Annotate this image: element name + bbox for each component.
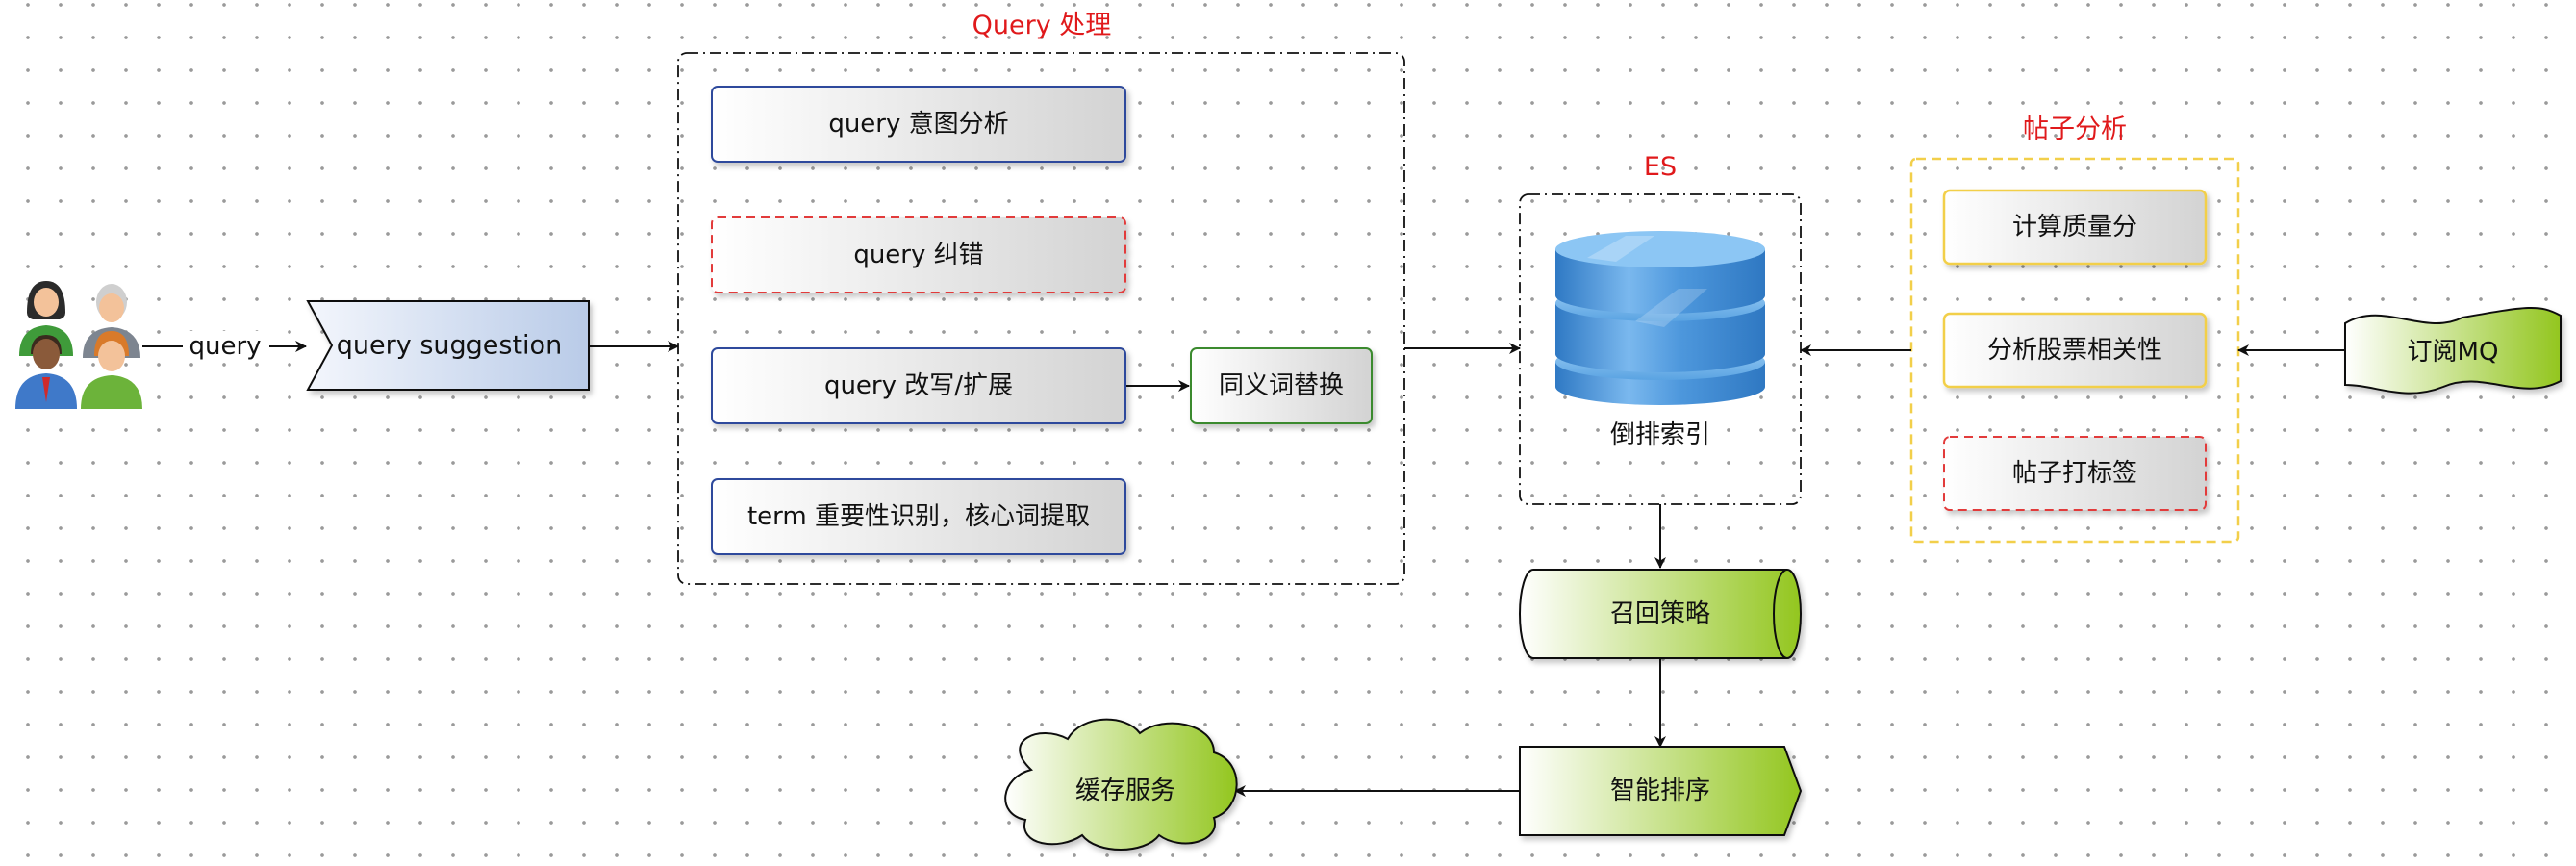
smart-ranking-label: 智能排序 (1610, 777, 1710, 805)
es-group-title: ES (1644, 152, 1677, 182)
rewrite-expand-label: query 改写/扩展 (824, 371, 1013, 400)
stock-relevance-label: 分析股票相关性 (1987, 336, 2162, 365)
cache-service-node (1004, 718, 1238, 851)
rewrite-expand-node (711, 347, 1126, 424)
intent-analysis-node (711, 86, 1126, 163)
subscribe-mq-node (2344, 306, 2562, 395)
edge-label-query: query (189, 332, 261, 361)
smart-ranking-node (1519, 746, 1803, 836)
cache-service-label: 缓存服务 (1075, 777, 1175, 805)
query-suggestion-node (306, 300, 590, 391)
query-processing-group-title: Query 处理 (972, 11, 1112, 40)
database-icon (1555, 231, 1765, 405)
post-analysis-group-title: 帖子分析 (2023, 115, 2127, 144)
synonym-replace-label: 同义词替换 (1219, 371, 1344, 400)
intent-analysis-label: query 意图分析 (828, 110, 1008, 139)
inverted-index-label: 倒排索引 (1610, 420, 1710, 449)
post-tagging-node (1943, 436, 2207, 511)
subscribe-mq-label: 订阅MQ (2408, 338, 2499, 367)
recall-strategy-label: 召回策略 (1610, 599, 1710, 628)
query-suggestion-label: query suggestion (337, 331, 562, 361)
recall-strategy-node (1519, 569, 1802, 659)
query-processing-group (677, 52, 1405, 585)
post-tagging-label: 帖子打标签 (2012, 459, 2137, 488)
quality-score-label: 计算质量分 (2012, 213, 2137, 242)
users-icon (15, 281, 142, 409)
term-importance-label: term 重要性识别，核心词提取 (747, 502, 1090, 531)
stock-relevance-node (1942, 312, 2208, 389)
edge-label-bg (183, 331, 269, 362)
synonym-replace-node (1190, 347, 1373, 424)
spell-correction-label: query 纠错 (853, 241, 983, 269)
spell-correction-node (711, 216, 1126, 293)
term-importance-node (711, 478, 1126, 555)
quality-score-node (1942, 189, 2208, 266)
